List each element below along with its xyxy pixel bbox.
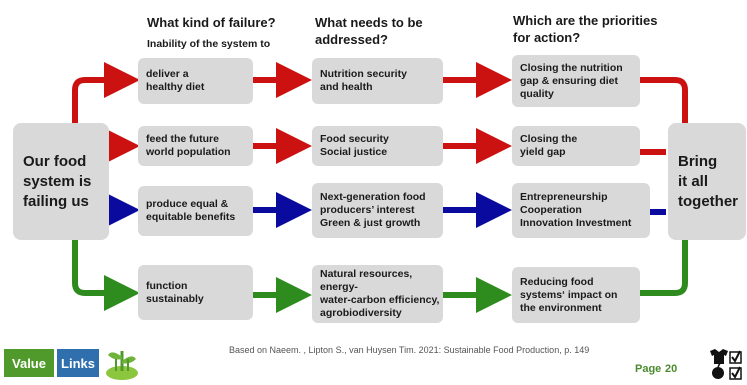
logo-links-text: Links	[57, 349, 99, 377]
row4-connector-left	[72, 240, 140, 311]
valuelinks-logo: Value Links	[4, 345, 144, 381]
need-box-nutrition-security: Nutrition security and health	[312, 58, 443, 104]
citation-text: Based on Naeem. , Lipton S., van Huysen …	[229, 345, 590, 355]
page-label: Page	[635, 363, 662, 375]
priority-box-yield-gap: Closing the yield gap	[512, 126, 640, 166]
checkbox-icon	[729, 351, 742, 364]
logo-value-text: Value	[4, 349, 54, 377]
failure-column-subtitle: Inability of the system to	[147, 38, 271, 50]
need-box-food-security: Food security Social justice	[312, 126, 443, 166]
failure-box-equitable-benefits: produce equal & equitable benefits	[138, 186, 253, 236]
priority-box-entrepreneurship: Entrepreneurship Cooperation Innovation …	[512, 183, 650, 238]
failure-box-feed-future: feed the future world population	[138, 126, 253, 166]
apple-icon	[712, 367, 724, 379]
failure-box-sustainably: function sustainably	[138, 265, 253, 320]
priority-box-environment-impact: Reducing food systems‘ impact on the env…	[512, 267, 640, 323]
food-system-failing-box: Our food system is failing us	[13, 123, 109, 240]
needs-column-title: What needs to be addressed?	[315, 15, 423, 47]
failure-column-title: What kind of failure?	[147, 15, 276, 30]
priority-box-nutrition-gap: Closing the nutrition gap & ensuring die…	[512, 55, 640, 107]
row1-connector-left	[72, 62, 140, 123]
row1-connector-right	[640, 77, 688, 123]
priorities-column-title: Which are the priorities for action?	[513, 13, 658, 45]
need-box-natural-resources: Natural resources, energy- water-carbon …	[312, 265, 443, 323]
need-box-next-generation: Next-generation food producers’ interest…	[312, 183, 443, 238]
bring-together-box: Bring it all together	[668, 123, 746, 240]
failure-box-healthy-diet: deliver a healthy diet	[138, 58, 253, 104]
plant-icon	[106, 351, 138, 380]
page-number: 20	[665, 363, 678, 375]
row4-connector-right	[640, 240, 688, 296]
tshirt-icon	[710, 349, 742, 380]
